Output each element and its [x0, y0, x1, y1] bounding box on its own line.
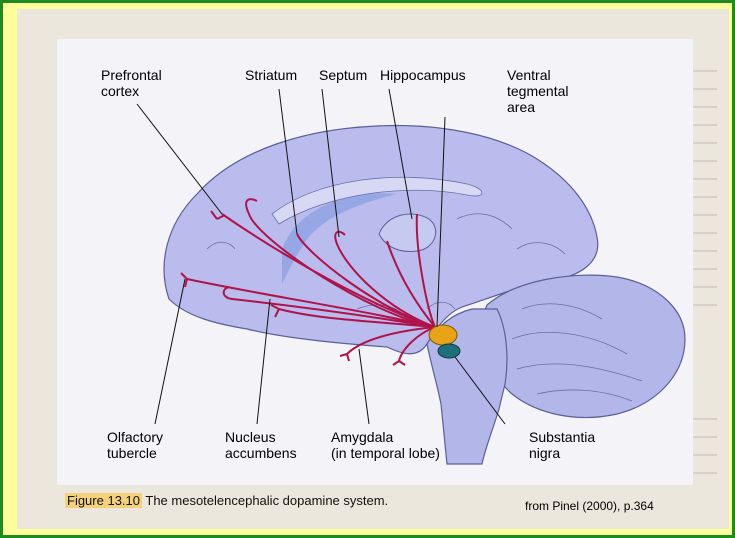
source-credit: from Pinel (2000), p.364 — [525, 499, 654, 513]
label-amygdala: Amygdala (in temporal lobe) — [331, 429, 440, 461]
figure-number: Figure 13.10 — [65, 493, 142, 508]
figure-caption: Figure 13.10 The mesotelencephalic dopam… — [65, 493, 388, 508]
caption-text: The mesotelencephalic dopamine system. — [142, 493, 388, 508]
vta-shape — [429, 325, 457, 345]
label-septum: Septum — [319, 67, 367, 83]
label-olfactory-tubercle: Olfactory tubercle — [107, 429, 163, 461]
label-substantia-nigra: Substantia nigra — [529, 429, 595, 461]
textbook-page: Prefrontal cortex Striatum Septum Hippoc… — [17, 9, 729, 529]
label-nucleus-accumbens: Nucleus accumbens — [225, 429, 297, 461]
label-ventral-tegmental-area: Ventral tegmental area — [507, 67, 568, 115]
label-striatum: Striatum — [245, 67, 297, 83]
label-prefrontal-cortex: Prefrontal cortex — [101, 67, 162, 99]
substantia-nigra-shape — [438, 344, 460, 358]
label-hippocampus: Hippocampus — [380, 67, 466, 83]
